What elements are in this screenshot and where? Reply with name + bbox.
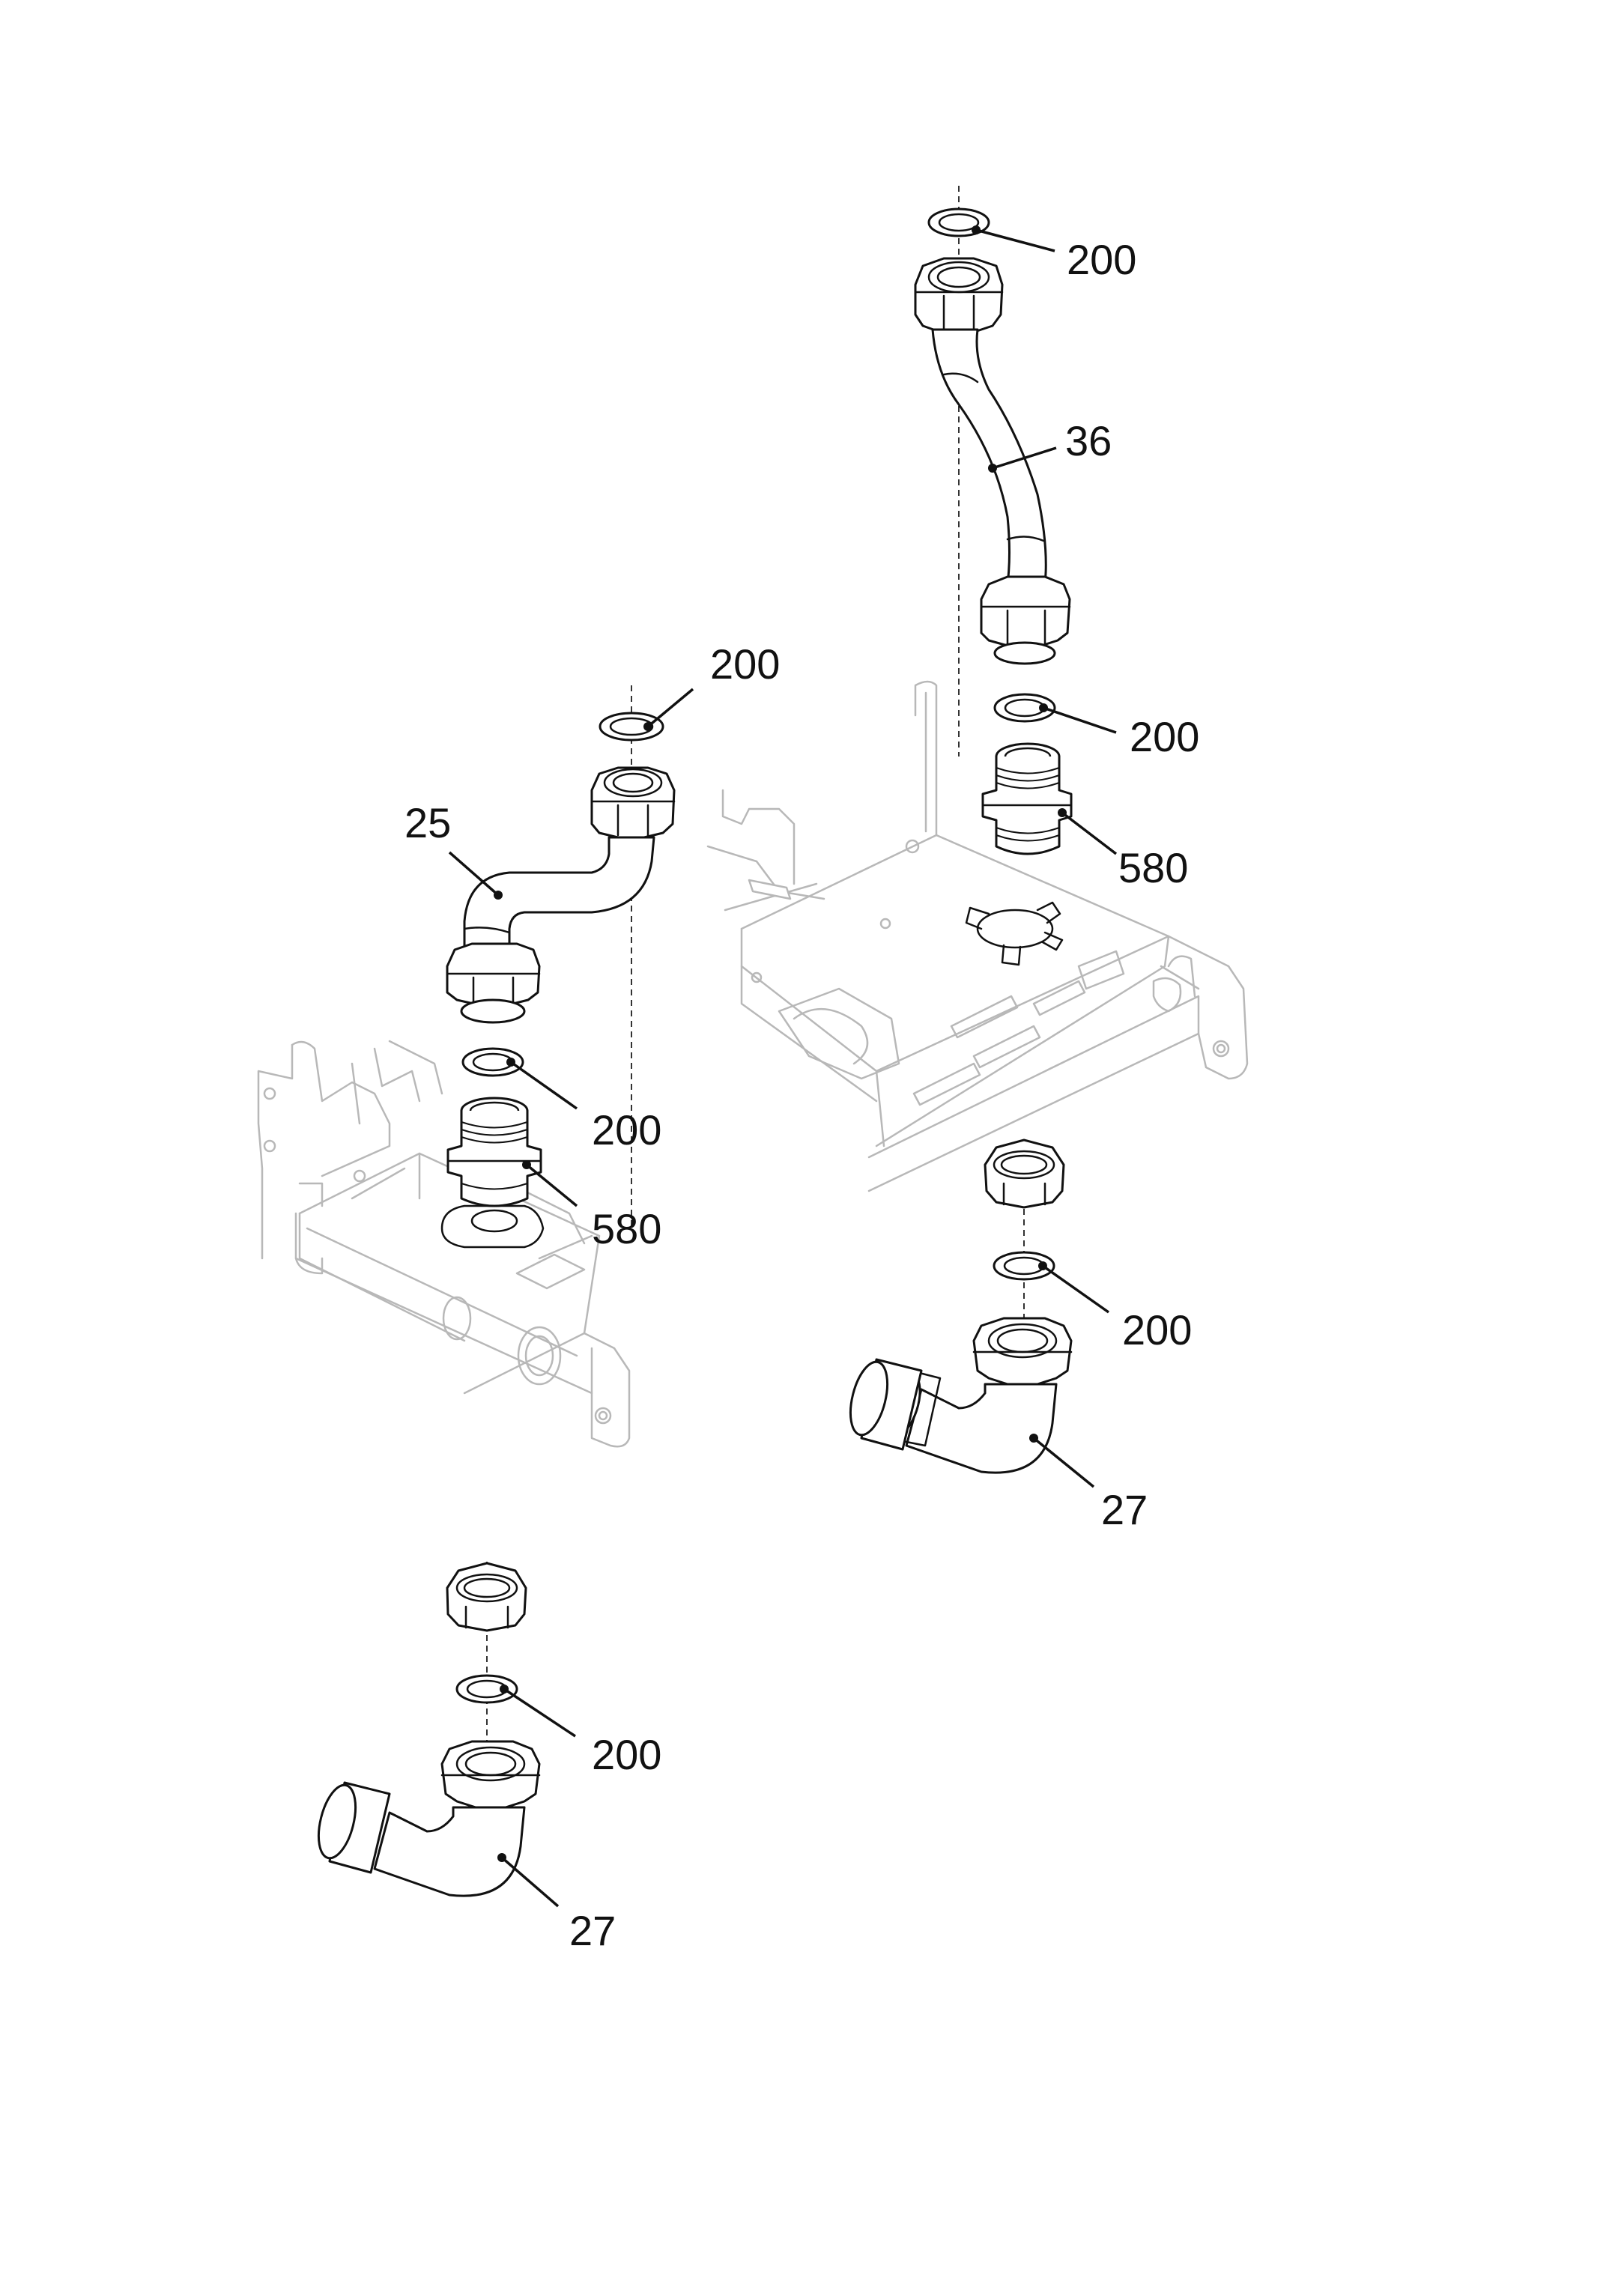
callout-200-f: 200 [592,1731,661,1778]
callout-labels: 200 36 200 580 200 25 200 580 200 27 200… [405,236,1199,1954]
elbow-27-right-assembly [849,1139,1073,1474]
callout-200-d: 200 [592,1106,661,1153]
callout-27-b: 27 [569,1907,616,1954]
left-mounting-bracket [257,1040,631,1448]
elbow-27-left-assembly [317,1562,541,1897]
callout-25: 25 [405,799,451,846]
callout-200-e: 200 [1122,1306,1192,1353]
callout-36: 36 [1065,417,1112,464]
right-mounting-bracket [706,680,1249,1192]
callout-leaders [448,225,1118,1908]
callout-580-a: 580 [1118,844,1188,891]
fitting-580-right [981,742,1073,855]
callout-200-a: 200 [1067,236,1136,283]
fitting-580-left [446,1097,542,1207]
callout-27-a: 27 [1101,1486,1148,1533]
callout-200-b: 200 [1130,713,1199,760]
pipe-36-assembly [914,207,1071,723]
pipe-25-assembly [446,712,676,1077]
callout-580-b: 580 [592,1205,661,1252]
callout-200-c: 200 [710,640,780,688]
